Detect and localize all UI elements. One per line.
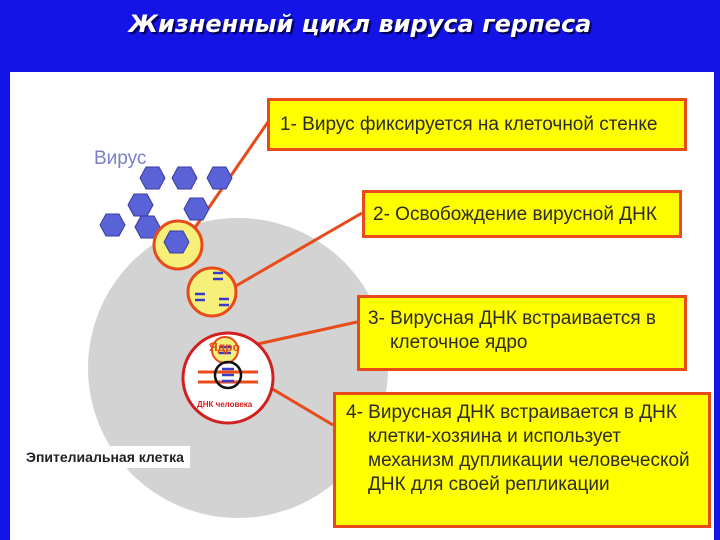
callout-step-4: 4- Вирусная ДНК встраивается в ДНК клетк… [333, 392, 711, 528]
callout-line: 3- Вирусная ДНК встраивается в [368, 308, 657, 329]
viral-dna-in-nucleus [219, 345, 231, 355]
virus-particle [183, 197, 210, 221]
callout-line: клетки-хозяина и использует [368, 426, 621, 447]
callout-step-1: 1- Вирус фиксируется на клеточной стенке [267, 98, 687, 151]
frame-right [714, 72, 720, 540]
callout-line: 2- Освобождение вирусной ДНК [373, 204, 657, 225]
attached-virus [163, 230, 190, 254]
cell-nucleus [181, 331, 275, 425]
integration-ring [213, 360, 243, 390]
slide-title: Жизненный цикл вируса герпеса [128, 10, 592, 38]
virus-particle [127, 193, 154, 217]
callout-line: ДНК для своей репликации [368, 474, 610, 495]
connector-2 [233, 211, 363, 289]
callout-line: 1- Вирус фиксируется на клеточной стенке [280, 114, 658, 135]
callout-line: 4- Вирусная ДНК встраивается в ДНК [346, 402, 677, 423]
title-bar: Жизненный цикл вируса герпеса [0, 0, 720, 72]
callout-step-2: 2- Освобождение вирусной ДНК [362, 190, 682, 238]
virus-particle [139, 166, 166, 190]
callout-line: клеточное ядро [390, 332, 528, 353]
human-dna-label: ДНК человека [197, 400, 253, 409]
integrated-viral-dna [222, 367, 234, 383]
nucleus-label: Ядро [209, 340, 240, 354]
virus-particle [99, 213, 126, 237]
virus-particle [206, 166, 233, 190]
connector-3 [243, 320, 358, 349]
released-dna-highlight [186, 266, 238, 318]
virus-label: Вирус [94, 148, 147, 169]
callout-line: механизм дупликации человеческой [368, 450, 690, 471]
released-dna-fragments [195, 271, 229, 307]
virus-particle [171, 166, 198, 190]
frame-left [0, 72, 10, 540]
virus-particles [99, 166, 233, 239]
epithelial-cell-label: Эпителиальная клетка [20, 446, 190, 468]
callout-step-3: 3- Вирусная ДНК встраивается в клеточное… [357, 295, 687, 371]
